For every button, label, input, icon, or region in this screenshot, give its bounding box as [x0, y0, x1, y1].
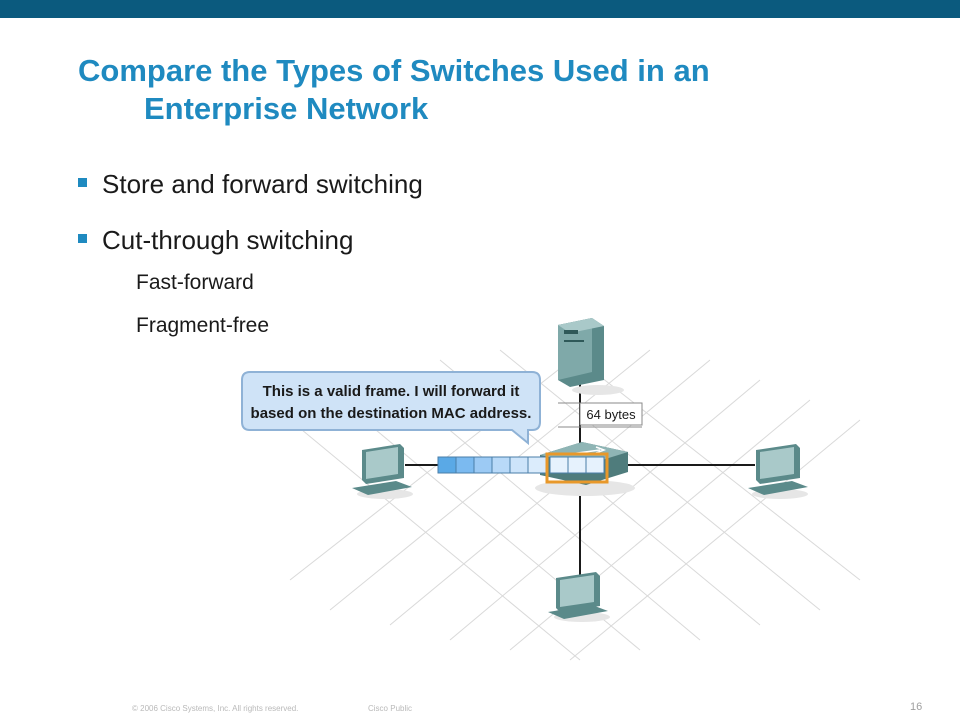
footer-copyright: © 2006 Cisco Systems, Inc. All rights re… [132, 704, 299, 713]
bullet-item: Store and forward switching [78, 166, 423, 222]
top-banner [0, 0, 960, 18]
frame-cells [437, 456, 605, 474]
callout-line-1: This is a valid frame. I will forward it [263, 383, 520, 400]
square-bullet-icon [78, 178, 87, 187]
sub-bullet-fast-forward: Fast-forward [136, 271, 254, 294]
size-label: 64 bytes [579, 402, 643, 426]
pc-bottom-icon [548, 572, 610, 622]
pc-left-icon [352, 444, 413, 499]
title-line-2: Enterprise Network [144, 91, 429, 126]
callout-line-2: based on the destination MAC address. [251, 405, 532, 422]
bullet-item: Cut-through switching [78, 222, 423, 278]
bullet-text: Store and forward switching [102, 169, 423, 199]
size-label-text: 64 bytes [586, 407, 636, 422]
server-icon [558, 318, 624, 395]
speech-callout: This is a valid frame. I will forward it… [241, 371, 541, 446]
page-number: 16 [910, 701, 923, 713]
footer-classification: Cisco Public [368, 704, 413, 713]
network-diagram: This is a valid frame. I will forward it… [241, 318, 861, 661]
bullet-list: Store and forward switching Cut-through … [78, 166, 423, 278]
pc-right-icon [748, 444, 808, 499]
title-line-1: Compare the Types of Switches Used in an [78, 53, 710, 88]
bullet-text: Cut-through switching [102, 225, 354, 255]
highlight-box [545, 452, 609, 484]
square-bullet-icon [78, 234, 87, 243]
sub-bullet-fragment-free: Fragment-free [136, 314, 270, 337]
slide-title: Compare the Types of Switches Used in an… [78, 52, 898, 128]
